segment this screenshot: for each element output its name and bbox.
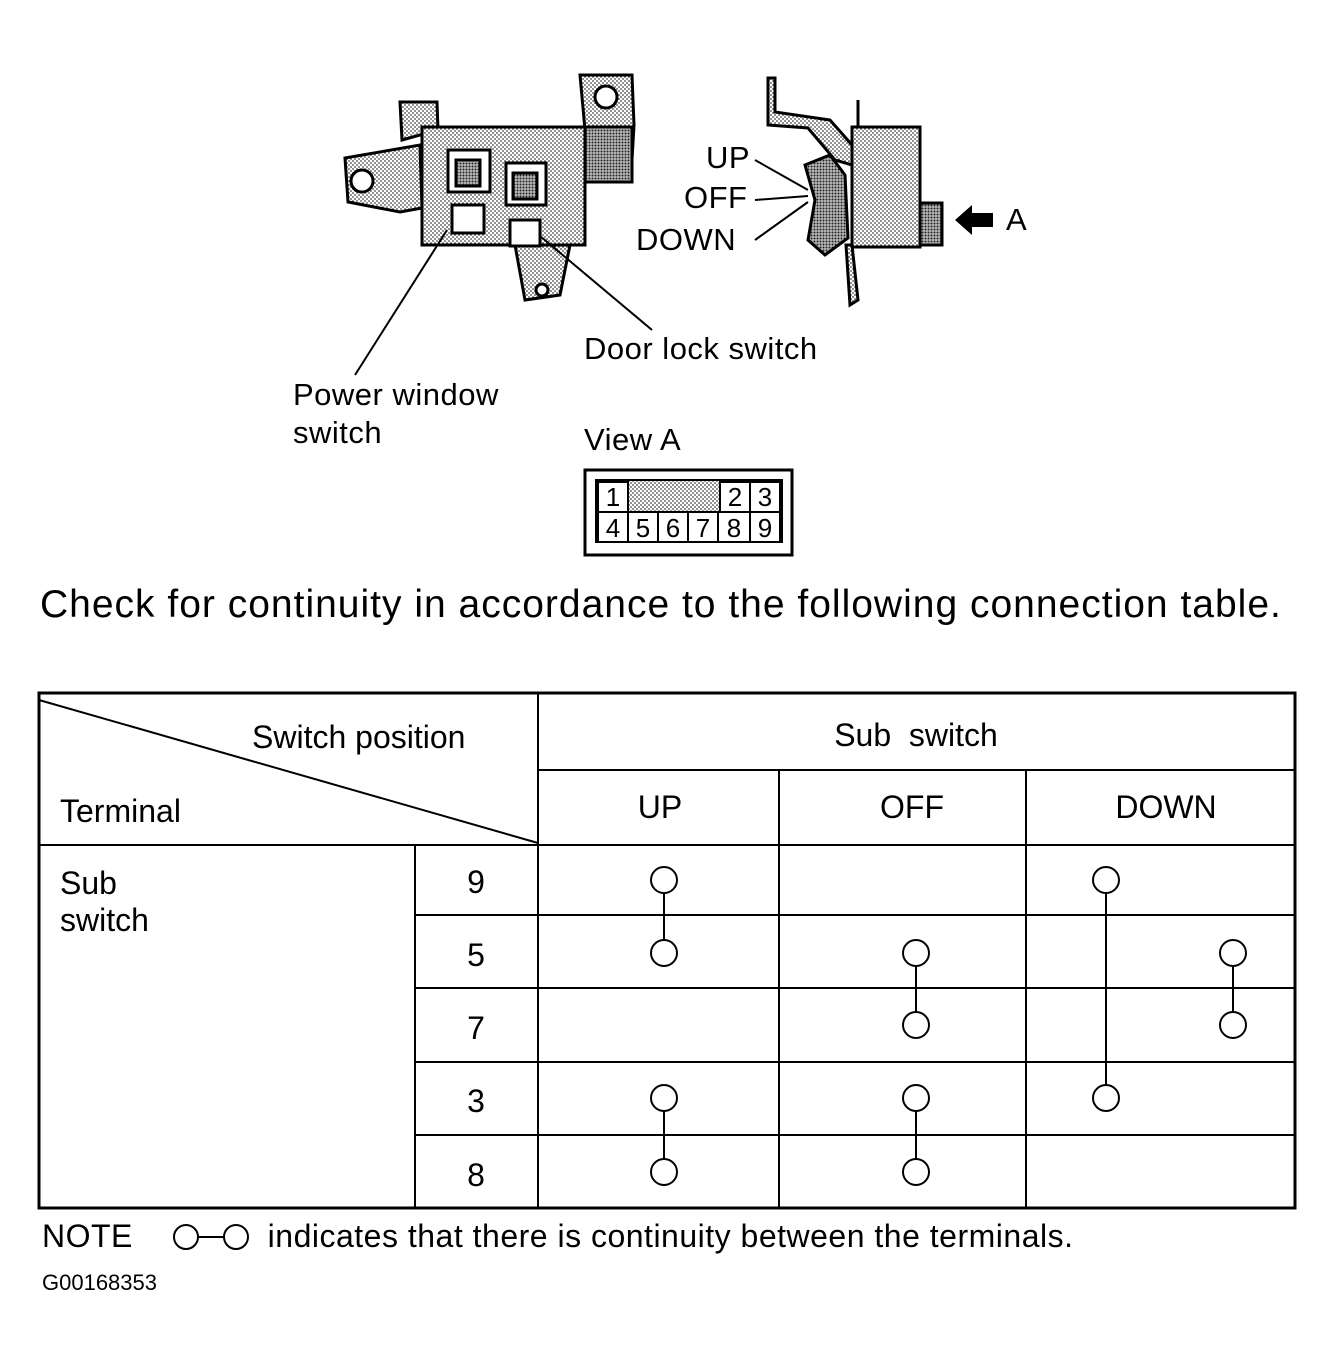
terminal-label: 5 [467,937,485,973]
continuity-symbol-icon [173,1224,250,1250]
column-header-up: UP [638,789,682,825]
label-up: UP [706,140,751,175]
view-a-connector: 1 2 3 4 5 6 7 8 9 [583,468,794,557]
continuity-terminal-circle [1219,939,1247,967]
view-arrow-icon [955,205,993,235]
switch-side-view-drawing [766,76,944,308]
continuity-table: Switch position Terminal Sub switch UP O… [37,691,1297,1210]
column-header-off: OFF [880,789,944,825]
continuity-terminal-circle [902,1158,930,1186]
column-header-down: DOWN [1115,789,1216,825]
row-group-label-2: switch [60,902,149,938]
continuity-terminal-circle [1092,1084,1120,1112]
continuity-terminal-circle [902,939,930,967]
connector-pin-label: 8 [727,513,741,543]
continuity-terminal-circle [650,866,678,894]
label-arrow-a: A [1006,202,1028,237]
continuity-terminal-circle [1219,1011,1247,1039]
connector-pin-label: 9 [758,513,772,543]
switch-assembly-drawing [343,73,636,302]
connector-pin-label: 7 [696,513,710,543]
power-window-leader-line [354,229,448,376]
label-down: DOWN [636,222,737,257]
continuity-terminal-circle [650,1158,678,1186]
connector-pin-label: 2 [728,482,742,512]
continuity-terminal-circle [650,1084,678,1112]
label-view-a: View A [584,422,682,457]
header-terminal: Terminal [60,793,181,829]
connector-pin-label: 5 [636,513,650,543]
continuity-terminal-circle [902,1011,930,1039]
connector-pin-label: 1 [606,482,620,512]
switch-illustration: 1 2 3 4 5 6 7 8 9 [343,73,993,557]
intro-text: Check for continuity in accordance to th… [40,583,1282,626]
continuity-terminal-circle [1092,866,1120,894]
label-off: OFF [684,180,748,215]
terminal-label: 9 [467,864,485,900]
position-pointer-lines [754,159,809,241]
connector-pin-label: 6 [666,513,680,543]
note: NOTE indicates that there is continuity … [42,1218,1073,1255]
terminal-label: 7 [467,1010,485,1046]
note-text: indicates that there is continuity betwe… [267,1218,1074,1254]
terminal-label: 8 [467,1157,485,1193]
row-group-label-1: Sub [60,865,117,901]
header-switch-position: Switch position [252,719,465,755]
connector-pin-label: 3 [758,482,772,512]
label-power-window-switch-1: Power window [293,377,499,412]
door-lock-leader-line [539,235,653,331]
label-door-lock-switch: Door lock switch [584,331,818,366]
note-prefix: NOTE [42,1218,133,1254]
connector-pin-label: 4 [606,513,620,543]
label-power-window-switch-2: switch [293,415,383,450]
continuity-terminal-circle [650,939,678,967]
figure-id: G00168353 [42,1270,157,1295]
continuity-terminal-circle [902,1084,930,1112]
terminal-label: 3 [467,1083,485,1119]
header-sub-switch: Sub switch [834,717,998,753]
